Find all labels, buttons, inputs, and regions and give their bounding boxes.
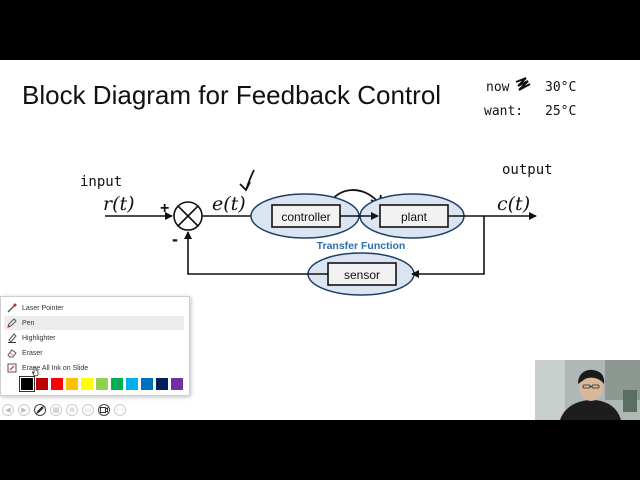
- plant-label: plant: [401, 210, 428, 224]
- camera-icon[interactable]: [98, 404, 110, 416]
- slide: Block Diagram for Feedback Control now 3…: [0, 60, 640, 420]
- sensor-label: sensor: [344, 268, 380, 282]
- screen-icon[interactable]: ▭: [82, 404, 94, 416]
- handwriting-input: input: [80, 174, 122, 190]
- next-icon[interactable]: ▶: [18, 404, 30, 416]
- slide-title: Block Diagram for Feedback Control: [22, 80, 442, 110]
- erase-all-icon: [7, 363, 17, 373]
- menu-item-label: Highlighter: [22, 334, 56, 342]
- color-swatch-3[interactable]: [66, 378, 78, 390]
- menu-item-erase-all[interactable]: Erase All Ink on Slide: [4, 361, 184, 375]
- pen-menu: Laser Pointer Pen Highlighter Eraser Era…: [0, 296, 190, 396]
- menu-item-eraser[interactable]: Eraser: [4, 346, 184, 360]
- more-icon[interactable]: ⋯: [114, 404, 126, 416]
- feedback-line-left: [184, 231, 328, 275]
- color-swatch-9[interactable]: [156, 378, 168, 390]
- webcam-overlay: [535, 360, 640, 420]
- laser-pointer-icon: [7, 303, 17, 313]
- color-swatch-8[interactable]: [141, 378, 153, 390]
- pen-icon: [7, 318, 17, 328]
- color-swatch-4[interactable]: [81, 378, 93, 390]
- menu-item-label: Laser Pointer: [22, 304, 64, 312]
- pen-tool-icon[interactable]: [34, 404, 46, 416]
- feedback-line-right: [411, 216, 485, 278]
- slides-grid-icon[interactable]: ▦: [50, 404, 62, 416]
- handwriting-want-value: 25°C: [545, 104, 576, 119]
- color-swatch-5[interactable]: [96, 378, 108, 390]
- handwriting-output: output: [502, 162, 553, 178]
- color-swatch-6[interactable]: [111, 378, 123, 390]
- handwriting-now-value: 30°C: [545, 80, 576, 95]
- menu-item-label: Eraser: [22, 349, 43, 357]
- ink-arrow-to-error: [239, 169, 255, 192]
- menu-item-pen[interactable]: Pen: [4, 316, 184, 330]
- highlighter-icon: [7, 333, 17, 343]
- output-signal-label: c(t): [497, 193, 530, 215]
- menu-item-label: Erase All Ink on Slide: [22, 364, 89, 372]
- color-swatch-0[interactable]: [19, 376, 35, 392]
- plus-sign: +: [160, 200, 169, 217]
- presenter-video: [535, 360, 640, 420]
- transfer-function-label: Transfer Function: [317, 240, 406, 252]
- color-swatch-1[interactable]: [36, 378, 48, 390]
- eraser-icon: [7, 348, 17, 358]
- handwriting-now: now: [486, 80, 510, 95]
- handwriting-want: want:: [484, 104, 523, 119]
- input-signal-label: r(t): [103, 193, 135, 215]
- minus-sign: -: [172, 229, 178, 249]
- mouse-cursor-icon: [32, 367, 39, 377]
- error-signal-label: e(t): [212, 193, 246, 215]
- previous-icon[interactable]: ◀: [2, 404, 14, 416]
- color-swatch-10[interactable]: [171, 378, 183, 390]
- menu-item-label: Pen: [22, 319, 35, 327]
- scribble-mark: [515, 77, 531, 91]
- color-swatch-2[interactable]: [51, 378, 63, 390]
- presenter-toolbar: ◀ ▶ ▦ ⊕ ▭ ⋯: [2, 403, 126, 417]
- menu-item-laser-pointer[interactable]: Laser Pointer: [4, 301, 184, 315]
- zoom-icon[interactable]: ⊕: [66, 404, 78, 416]
- color-swatch-7[interactable]: [126, 378, 138, 390]
- block-diagram: now 30°C want: 25°C input output r(t) e(…: [80, 77, 576, 296]
- summing-cross-b: [177, 205, 199, 227]
- color-palette: [19, 376, 183, 392]
- controller-label: controller: [281, 210, 330, 224]
- menu-item-highlighter[interactable]: Highlighter: [4, 331, 184, 345]
